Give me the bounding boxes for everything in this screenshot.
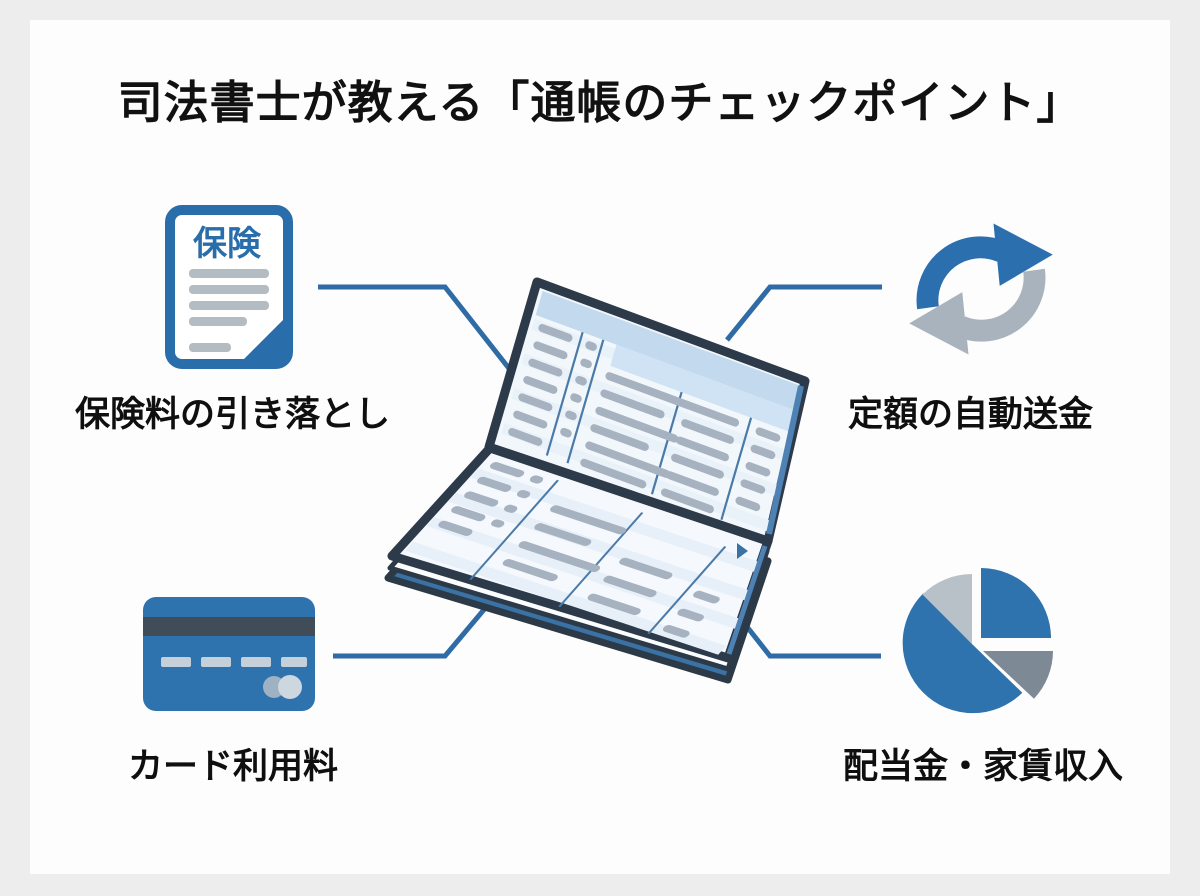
magnetic-stripe bbox=[143, 617, 315, 636]
label-automatic-transfer: 定額の自動送金 bbox=[848, 395, 1094, 434]
connector-top-right bbox=[725, 284, 882, 342]
page-title: 司法書士が教える「通帳のチェックポイント」 bbox=[117, 77, 1083, 128]
label-insurance-withdrawal: 保険料の引き落とし bbox=[75, 395, 391, 434]
document-title-text: 保険 bbox=[193, 225, 262, 263]
connector-lines bbox=[318, 284, 882, 659]
connector-top-left bbox=[318, 284, 513, 373]
folded-corner bbox=[239, 315, 288, 364]
connector-bottom-left bbox=[333, 604, 489, 659]
insurance-document-icon: 保険 bbox=[163, 203, 295, 371]
credit-card-icon bbox=[143, 597, 315, 711]
label-dividend-rent-income: 配当金・家賃収入 bbox=[843, 747, 1124, 786]
recurring-transfer-arrows-icon bbox=[903, 211, 1059, 367]
pie-chart-icon bbox=[900, 564, 1060, 724]
page-corner-mark bbox=[737, 543, 748, 559]
label-card-fee: カード利用料 bbox=[128, 747, 339, 786]
open-bankbook-illustration bbox=[384, 277, 810, 684]
